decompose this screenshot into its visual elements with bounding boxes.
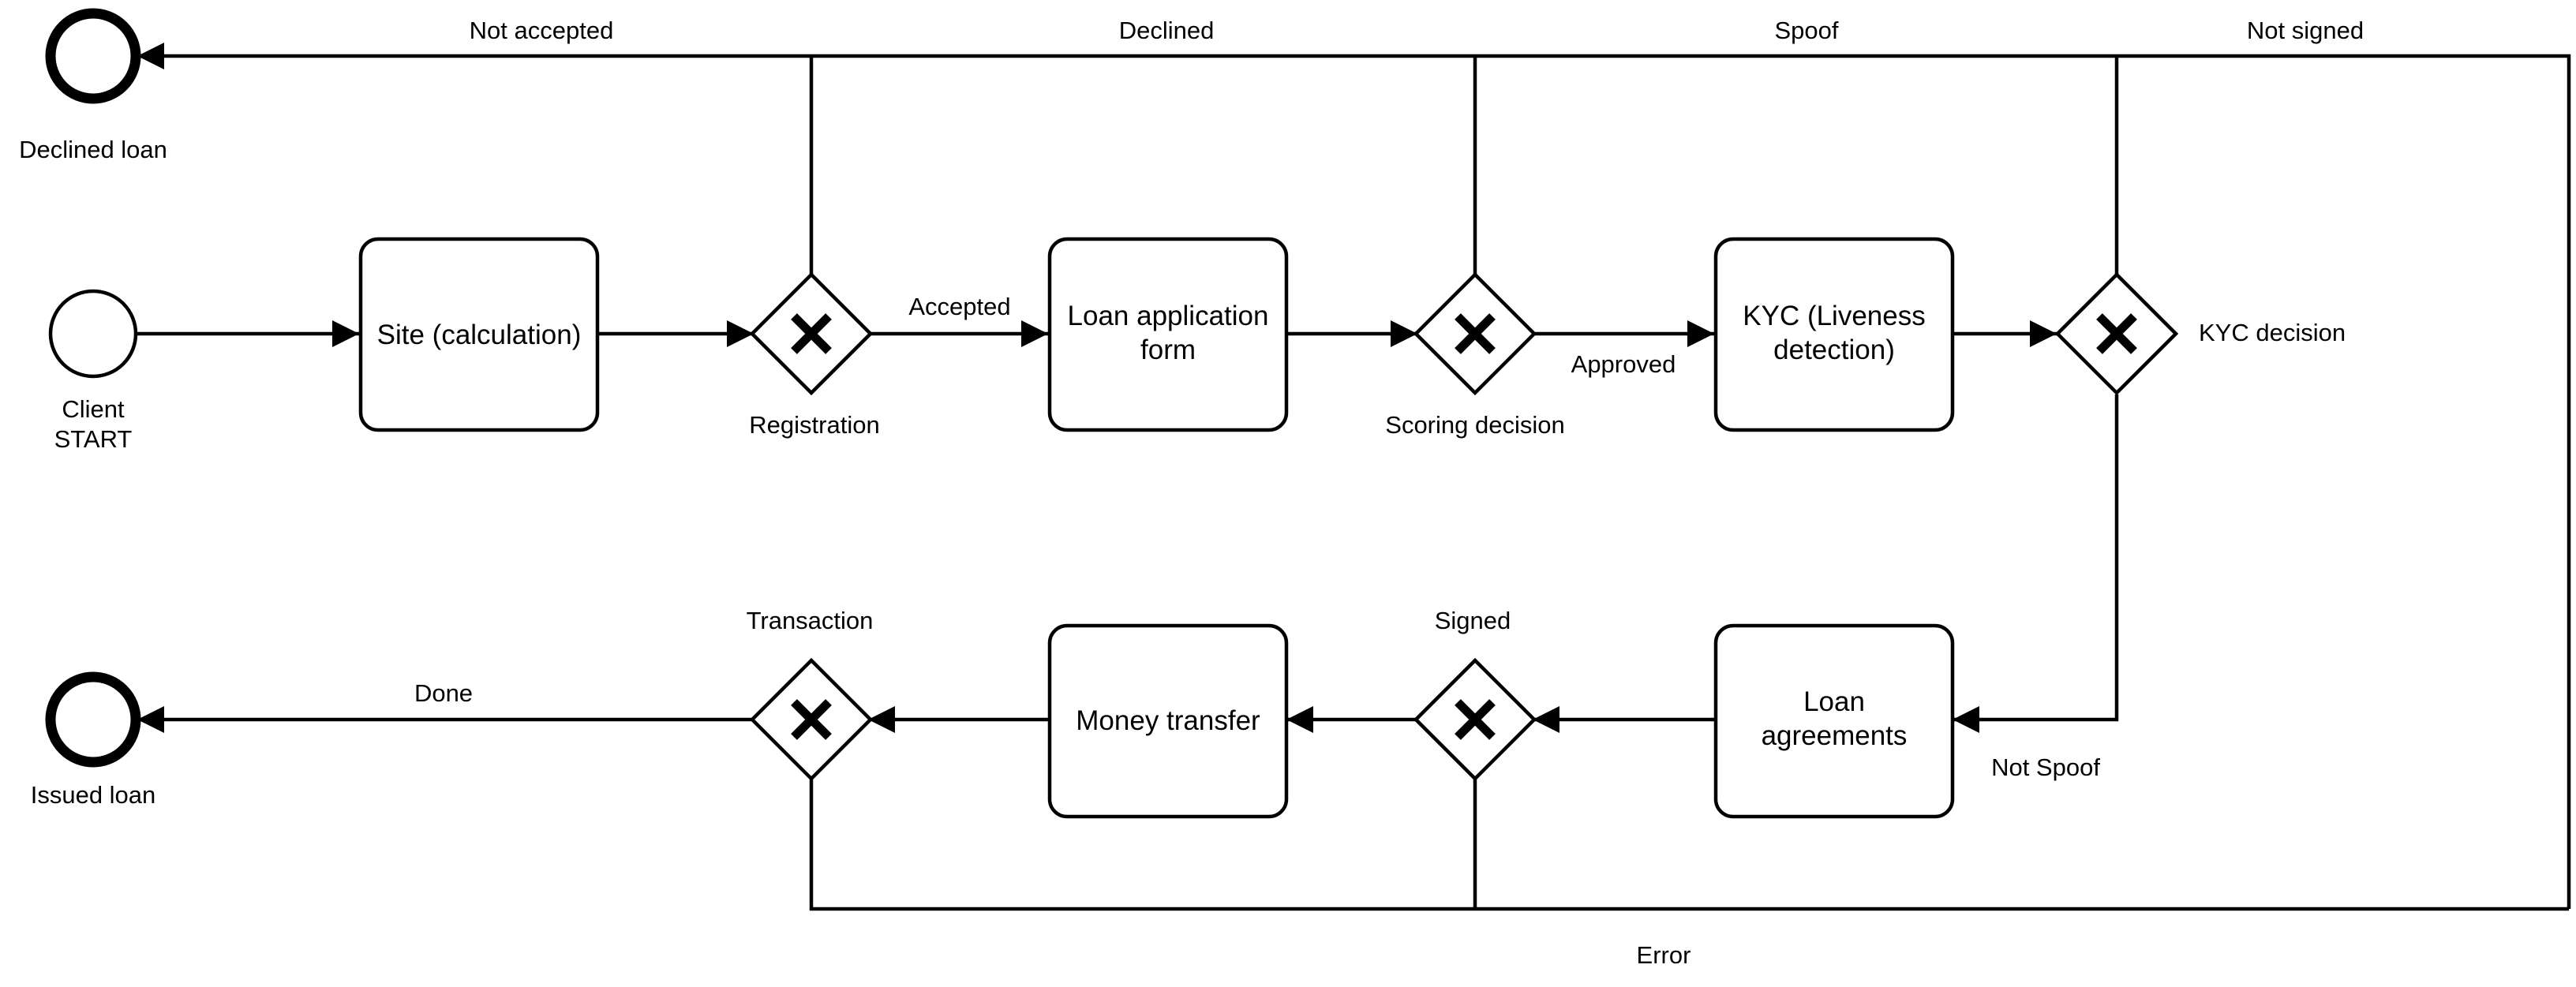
flow-declined-label: Declined xyxy=(1119,17,1215,44)
task-money-transfer-box xyxy=(1047,623,1289,819)
task-agreements-label-line2: agreements xyxy=(1762,720,1908,751)
task-kyc-label-line2: detection) xyxy=(1773,335,1895,365)
flow-approved-label: Approved xyxy=(1571,350,1676,378)
start-event-label-line1: Client xyxy=(62,395,125,423)
task-kyc-box xyxy=(1713,237,1955,432)
gateway-scoring-label: Scoring decision xyxy=(1385,411,1564,439)
gateway-transaction-x-icon xyxy=(791,699,832,740)
flow-done-label: Done xyxy=(414,679,473,707)
flow-not-signed-right xyxy=(2117,54,2571,909)
flow-error-bus xyxy=(809,780,2569,911)
gateway-signed-label: Signed xyxy=(1435,607,1511,634)
gateway-registration-label: Registration xyxy=(749,411,879,439)
gateway-kyc-decision-x-icon xyxy=(2096,313,2137,354)
gateway-scoring xyxy=(1413,271,1537,396)
flow-error-label: Error xyxy=(1637,941,1691,969)
gateway-registration xyxy=(749,271,874,396)
flow-not-spoof xyxy=(1953,394,2119,733)
flow-accepted-label: Accepted xyxy=(908,293,1010,320)
start-event-circle xyxy=(48,289,138,379)
flow-not-signed-label: Not signed xyxy=(2247,17,2364,44)
task-loan-form-label-line1: Loan application xyxy=(1068,301,1269,331)
task-loan-form-box xyxy=(1047,237,1289,432)
gateway-registration-x-icon xyxy=(791,313,832,354)
declined-end-event-circle xyxy=(45,8,141,104)
task-kyc-label-line1: KYC (Liveness xyxy=(1743,301,1925,331)
gateway-kyc-decision xyxy=(2054,271,2179,396)
flow-not-spoof-label: Not Spoof xyxy=(1991,753,2100,781)
task-loan-form-label-line2: form xyxy=(1140,335,1196,365)
task-agreements-label-line1: Loan xyxy=(1803,686,1865,717)
task-site-label: Site (calculation) xyxy=(377,320,582,350)
issued-event-label: Issued loan xyxy=(31,781,156,809)
declined-event-label: Declined loan xyxy=(19,136,167,163)
task-agreements-box xyxy=(1713,623,1955,819)
gateway-kyc-decision-label: KYC decision xyxy=(2199,319,2346,346)
gateway-transaction xyxy=(749,657,874,782)
issued-end-event-circle xyxy=(45,671,141,768)
gateway-scoring-x-icon xyxy=(1455,313,1496,354)
start-event-label-line2: START xyxy=(54,425,133,453)
task-site-box xyxy=(358,237,600,432)
flow-spoof-label: Spoof xyxy=(1774,17,1838,44)
gateway-signed-x-icon xyxy=(1455,699,1496,740)
task-money-transfer-label: Money transfer xyxy=(1076,705,1260,736)
gateway-signed xyxy=(1413,657,1537,782)
gateway-transaction-label: Transaction xyxy=(747,607,874,634)
flow-not-accepted-label: Not accepted xyxy=(470,17,614,44)
